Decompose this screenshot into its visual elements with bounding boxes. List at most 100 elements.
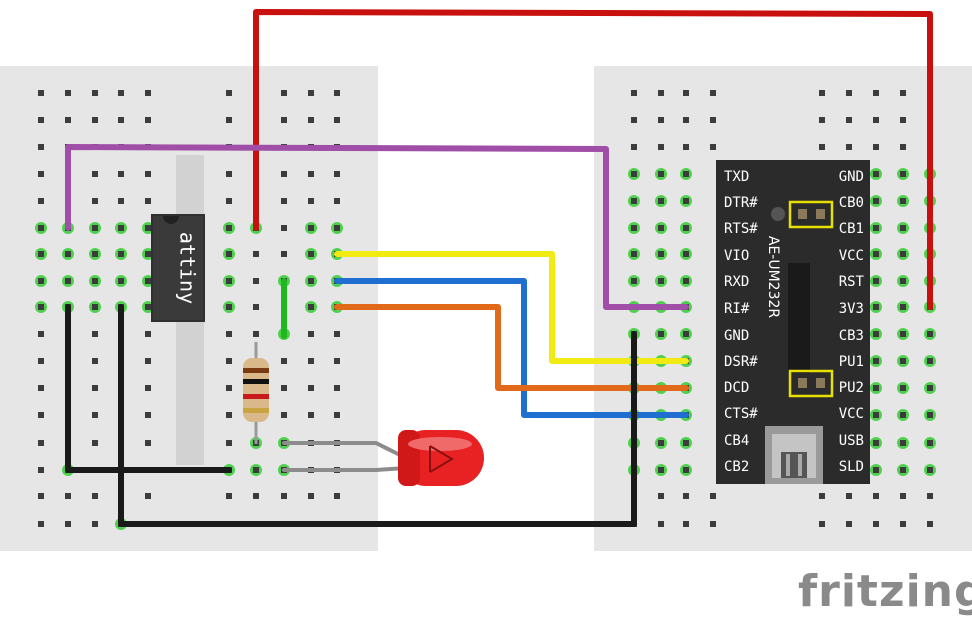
breadboard-hole (65, 493, 71, 499)
breadboard-hole (253, 278, 259, 284)
module-right-pin-label: VCC (839, 406, 864, 422)
breadboard-hole (658, 251, 664, 257)
breadboard-hole (873, 440, 879, 446)
breadboard-hole (900, 331, 906, 337)
attiny-chip: attiny (151, 214, 205, 322)
breadboard-hole (334, 90, 340, 96)
resistor-icon (243, 358, 269, 422)
breadboard-hole (308, 385, 314, 391)
breadboard-hole (658, 144, 664, 150)
wire-orange (334, 304, 689, 391)
breadboard-hole (819, 117, 825, 123)
breadboard-hole (145, 412, 151, 418)
breadboard-hole (308, 493, 314, 499)
breadboard-hole (118, 278, 124, 284)
breadboard-hole (118, 225, 124, 231)
breadboard-hole (281, 385, 287, 391)
module-left-pin-label: GND (724, 328, 749, 344)
module-left-pin-label: CTS# (724, 406, 758, 422)
breadboard-hole (900, 493, 906, 499)
breadboard-hole (253, 304, 259, 310)
breadboard-hole (900, 225, 906, 231)
breadboard-hole (308, 117, 314, 123)
breadboard-hole (281, 493, 287, 499)
breadboard-hole (658, 90, 664, 96)
breadboard-hole (308, 412, 314, 418)
breadboard-hole (873, 251, 879, 257)
module-right-pin-label: CB0 (839, 195, 864, 211)
breadboard-hole (145, 493, 151, 499)
breadboard-hole (683, 251, 689, 257)
breadboard-hole (308, 304, 314, 310)
breadboard-hole (145, 304, 151, 310)
breadboard-hole (927, 521, 933, 527)
breadboard-hole (658, 117, 664, 123)
breadboard-hole (226, 412, 232, 418)
module-left-pin-label: RTS# (724, 221, 758, 237)
breadboard-hole (819, 144, 825, 150)
module-right-pin-label: CB1 (839, 221, 864, 237)
breadboard-hole (683, 278, 689, 284)
breadboard-hole (658, 225, 664, 231)
breadboard-hole (631, 251, 637, 257)
breadboard-hole (308, 90, 314, 96)
breadboard-hole (873, 225, 879, 231)
breadboard-hole (927, 493, 933, 499)
resistor (243, 342, 269, 444)
breadboard-hole (226, 358, 232, 364)
breadboard-hole (145, 225, 151, 231)
breadboard-hole (873, 90, 879, 96)
breadboard-hole (334, 171, 340, 177)
breadboard-hole (658, 467, 664, 473)
module-left-pin-label: CB4 (724, 433, 749, 449)
breadboard-hole (710, 493, 716, 499)
breadboard-hole (118, 117, 124, 123)
led-leg-1 (282, 441, 408, 460)
breadboard-hole (145, 171, 151, 177)
breadboard-hole (900, 144, 906, 150)
breadboard-hole (658, 440, 664, 446)
breadboard-hole (38, 467, 44, 473)
breadboard-hole (900, 304, 906, 310)
breadboard-hole (900, 412, 906, 418)
breadboard-hole (38, 198, 44, 204)
breadboard-hole (226, 90, 232, 96)
breadboard-hole (846, 493, 852, 499)
breadboard-hole (927, 440, 933, 446)
breadboard-hole (38, 278, 44, 284)
breadboard-hole (873, 467, 879, 473)
breadboard-hole (38, 385, 44, 391)
breadboard-hole (253, 251, 259, 257)
module-left-pin-label: RXD (724, 274, 749, 290)
module-left-pin-label: VIO (724, 248, 749, 264)
breadboard-hole (873, 171, 879, 177)
breadboard-hole (226, 117, 232, 123)
breadboard-hole (873, 331, 879, 337)
breadboard-hole (65, 278, 71, 284)
breadboard-hole (710, 144, 716, 150)
breadboard-hole (38, 358, 44, 364)
breadboard-hole (683, 521, 689, 527)
breadboard-hole (226, 331, 232, 337)
breadboard-hole (927, 412, 933, 418)
breadboard-hole (145, 358, 151, 364)
usb-connector-icon (765, 426, 823, 484)
breadboard-hole (226, 440, 232, 446)
breadboard-hole (145, 278, 151, 284)
breadboard-hole (226, 171, 232, 177)
breadboard-hole (900, 358, 906, 364)
breadboard-hole (92, 304, 98, 310)
module-left-pin-label: RI# (724, 301, 750, 317)
breadboard-hole (226, 251, 232, 257)
module-left-pin-label: TXD (724, 169, 749, 185)
breadboard-hole (683, 225, 689, 231)
breadboard-hole (334, 358, 340, 364)
breadboard-hole (145, 117, 151, 123)
breadboard-hole (683, 171, 689, 177)
breadboard-hole (92, 225, 98, 231)
breadboard-hole (710, 90, 716, 96)
breadboard-hole (38, 440, 44, 446)
breadboard-hole (38, 144, 44, 150)
breadboard-hole (308, 225, 314, 231)
wire-black-1 (65, 304, 232, 473)
